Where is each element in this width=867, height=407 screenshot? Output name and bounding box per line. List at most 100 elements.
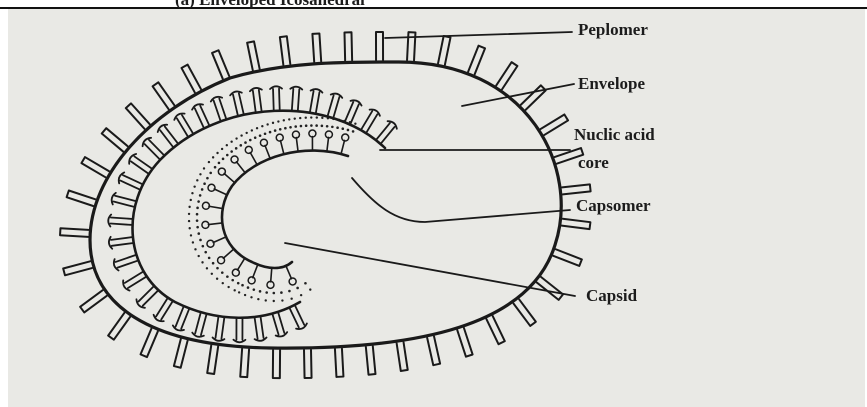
nucleic-acid-dot <box>253 288 256 291</box>
nucleic-acid-dot <box>281 299 283 301</box>
nucleic-acid-dot <box>256 127 258 129</box>
nucleic-acid-dot <box>191 192 193 194</box>
nucleic-acid-dot <box>251 129 253 131</box>
nucleic-acid-dot <box>300 125 303 128</box>
nucleic-acid-dot <box>341 127 344 130</box>
nucleic-acid-dot <box>326 125 329 128</box>
nucleic-acid-dot <box>315 124 318 127</box>
nucleic-acid-dot <box>336 126 339 129</box>
nucleic-acid-dot <box>247 286 250 289</box>
nucleic-acid-dot <box>352 130 355 133</box>
nucleic-acid-dot <box>261 125 263 127</box>
nucleic-acid-dot <box>201 188 204 191</box>
nucleic-acid-dot <box>280 291 283 294</box>
nucleic-acid-dot <box>245 132 247 134</box>
nucleic-acid-dot <box>221 148 223 150</box>
nucleic-acid-dot <box>189 227 191 229</box>
nucleic-acid-dot <box>249 139 252 142</box>
nucleic-acid-dot <box>304 282 307 285</box>
nucleic-acid-dot <box>273 300 275 302</box>
nucleic-acid-dot <box>193 185 195 187</box>
nucleic-acid-dot <box>321 125 324 128</box>
nucleic-acid-dot <box>188 213 190 215</box>
label-nucleic-acid-core: core <box>578 153 609 173</box>
nucleic-acid-dot <box>203 182 206 185</box>
label-peplomer: Peplomer <box>578 20 648 40</box>
nucleic-acid-dot <box>272 122 274 124</box>
nucleic-acid-dot <box>227 286 229 288</box>
nucleic-acid-dot <box>321 117 323 119</box>
nucleic-acid-dot <box>347 129 350 132</box>
nucleic-acid-dot <box>309 288 311 290</box>
nucleic-acid-dot <box>294 117 296 119</box>
nucleic-acid-dot <box>218 162 221 165</box>
nucleic-acid-dot <box>196 179 198 181</box>
nucleic-acid-dot <box>274 129 277 132</box>
nucleic-acid-dot <box>230 141 232 143</box>
label-nucleic-acid: Nuclic acid <box>574 125 655 145</box>
nucleic-acid-dot <box>198 255 200 257</box>
nucleic-acid-dot <box>239 144 242 147</box>
nucleic-acid-dot <box>196 207 199 210</box>
nucleic-acid-dot <box>188 206 190 208</box>
nucleic-acid-dot <box>233 289 235 291</box>
nucleic-acid-dot <box>226 144 228 146</box>
nucleic-acid-dot <box>289 126 292 129</box>
nucleic-acid-dot <box>288 118 290 120</box>
nucleic-acid-dot <box>277 120 279 122</box>
nucleic-acid-dot <box>305 124 308 127</box>
figure-title: (a) Enveloped Icosahedral <box>175 0 365 10</box>
nucleic-acid-dot <box>199 239 202 242</box>
nucleic-acid-dot <box>230 150 233 153</box>
nucleic-acid-dot <box>197 232 200 235</box>
nucleic-acid-dot <box>244 141 247 144</box>
nucleic-acid-dot <box>196 219 199 222</box>
nucleic-acid-dot <box>288 290 291 293</box>
nucleic-acid-dot <box>199 173 201 175</box>
nucleic-acid-dot <box>259 134 262 137</box>
nucleic-acid-dot <box>211 273 213 275</box>
nucleic-acid-dot <box>206 177 209 180</box>
nucleic-acid-dot <box>190 234 192 236</box>
nucleic-acid-dot <box>264 132 267 135</box>
nucleic-acid-dot <box>199 194 202 197</box>
nucleic-acid-dot <box>238 291 240 293</box>
nucleic-acid-dot <box>265 299 267 301</box>
nucleic-acid-dot <box>214 166 217 169</box>
nucleic-acid-dot <box>290 298 292 300</box>
nucleic-acid-dot <box>316 116 318 118</box>
label-capsomer: Capsomer <box>576 196 651 216</box>
nucleic-acid-dot <box>269 131 272 134</box>
nucleic-acid-dot <box>354 123 356 125</box>
nucleic-acid-dot <box>284 127 287 130</box>
nucleic-acid-dot <box>257 298 259 300</box>
capsomer-stalk <box>271 268 272 282</box>
nucleic-acid-dot <box>188 220 190 222</box>
nucleic-acid-dot <box>250 296 252 298</box>
nucleic-acid-dot <box>310 116 312 118</box>
nucleic-acid-dot <box>254 136 257 139</box>
nucleic-acid-dot <box>283 119 285 121</box>
nucleic-acid-dot <box>206 267 208 269</box>
nucleic-acid-dot <box>203 167 205 169</box>
nucleic-acid-dot <box>196 213 199 216</box>
nucleic-acid-dot <box>265 291 268 294</box>
nucleic-acid-dot <box>212 156 214 158</box>
nucleic-acid-dot <box>235 137 237 139</box>
nucleic-acid-dot <box>266 123 268 125</box>
nucleic-acid-dot <box>197 200 200 203</box>
nucleic-acid-dot <box>296 287 299 290</box>
nucleic-acid-dot <box>216 152 218 154</box>
nucleic-acid-dot <box>272 292 275 295</box>
nucleic-acid-dot <box>305 117 307 119</box>
nucleic-acid-dot <box>226 275 229 278</box>
nucleic-acid-dot <box>235 147 238 150</box>
nucleic-acid-dot <box>241 284 244 287</box>
nucleic-acid-dot <box>310 124 313 127</box>
label-capsid: Capsid <box>586 286 637 306</box>
nucleic-acid-dot <box>204 251 207 254</box>
nucleic-acid-dot <box>244 294 246 296</box>
nucleic-acid-dot <box>196 226 199 229</box>
nucleic-acid-dot <box>294 125 297 128</box>
